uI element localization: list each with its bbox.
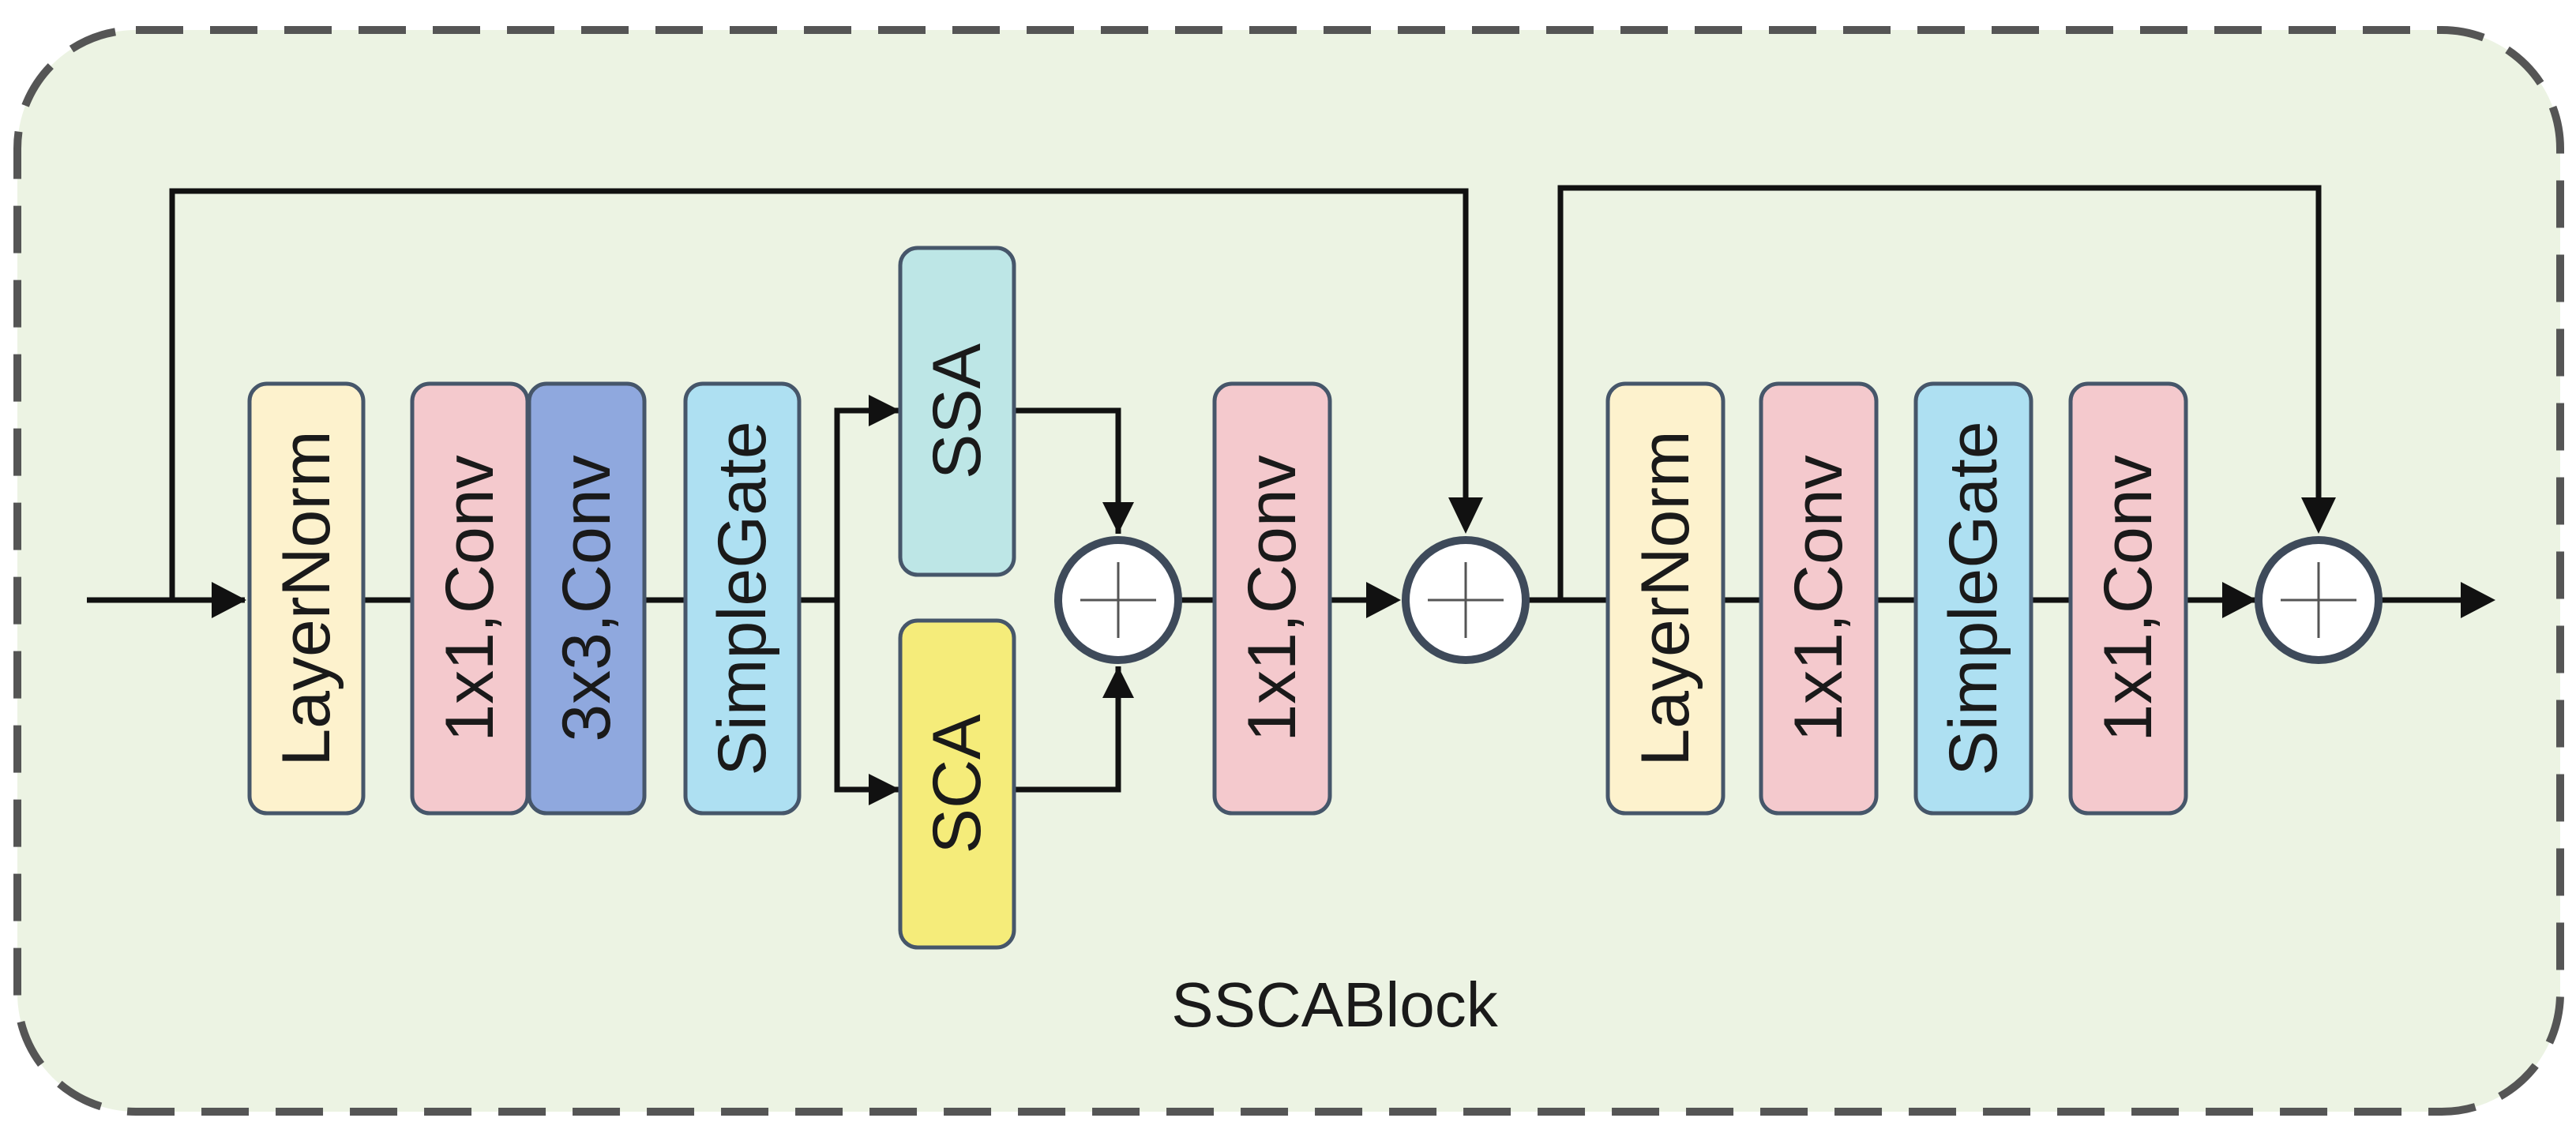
arrow-icon <box>1448 497 1483 534</box>
arrow-icon <box>2301 497 2336 534</box>
block-label: SimpleGate <box>704 421 780 775</box>
block-label: SimpleGate <box>1936 421 2011 775</box>
ssa-block: SSA <box>898 246 1016 577</box>
arrow-icon <box>212 582 246 618</box>
arrow-heads <box>212 395 2495 805</box>
block-label: LayerNorm <box>268 430 344 766</box>
conv3x3-block: 3x3,Conv <box>527 381 647 816</box>
conv1x1-block-2: 1x1,Conv <box>1759 381 1879 816</box>
block-label: 1x1,Conv <box>1234 455 1310 741</box>
block-label: SCA <box>919 714 995 854</box>
sca-to-add <box>1014 666 1121 793</box>
ssa-to-add <box>1014 407 1121 534</box>
block-title: SSCABlock <box>1171 970 1498 1040</box>
block-label: 1x1,Conv <box>2090 455 2166 741</box>
plus-icon <box>2281 562 2356 638</box>
plus-icon <box>1080 562 1156 638</box>
conv1x1-block-out: 1x1,Conv <box>1212 381 1332 816</box>
adder-3 <box>2255 536 2383 664</box>
simplegate-block-2: SimpleGate <box>1913 381 2033 816</box>
plus-icon <box>1428 562 1504 638</box>
sca-block: SCA <box>898 618 1016 950</box>
skip-connection-1 <box>169 188 1469 600</box>
block-label: 1x1,Conv <box>432 455 508 741</box>
block-label: 3x3,Conv <box>549 455 625 741</box>
arrow-icon <box>1366 582 1401 618</box>
skip-connection-2 <box>1557 185 2322 600</box>
arrow-icon <box>869 774 900 805</box>
conv1x1-block-3: 1x1,Conv <box>2068 381 2188 816</box>
arrow-icon <box>2461 582 2495 618</box>
arrow-icon <box>869 395 900 426</box>
adder-2 <box>1402 536 1530 664</box>
simplegate-block-1: SimpleGate <box>683 381 802 816</box>
adder-1 <box>1054 536 1182 664</box>
connections <box>87 185 2488 793</box>
layernorm-block-1: LayerNorm <box>247 381 366 816</box>
arrow-icon <box>1102 666 1134 698</box>
block-label: SSA <box>919 343 995 479</box>
block-label: LayerNorm <box>1628 430 1703 766</box>
block-label: 1x1,Conv <box>1781 455 1857 741</box>
conv1x1-block-1: 1x1,Conv <box>410 381 530 816</box>
arrow-icon <box>2222 582 2257 618</box>
layernorm-block-2: LayerNorm <box>1605 381 1725 816</box>
arrow-icon <box>1102 502 1134 534</box>
